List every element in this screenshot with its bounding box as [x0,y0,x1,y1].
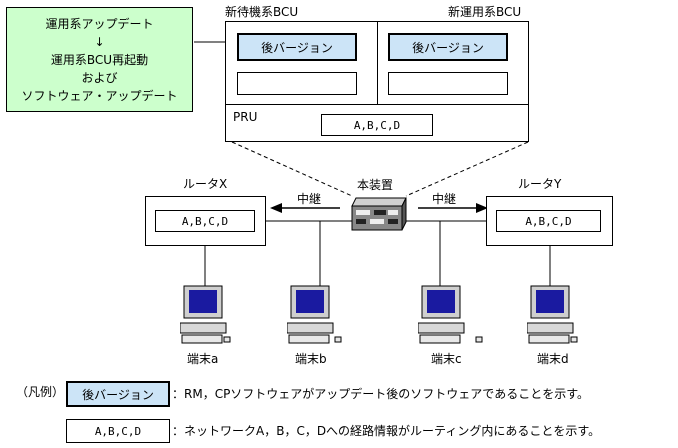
callout-line-4: ソフトウェア・アップデート [21,89,178,103]
callout-line-3: および [81,71,118,85]
router-y-routes-box: A,B,C,D [496,210,601,232]
callout-arrow: ↓ [94,35,105,49]
terminal-c-label: 端末c [431,352,462,366]
bcu-left-label: 新待機系BCU [225,5,299,19]
bcu-left-version-box: 後バージョン [237,33,357,61]
router-x-routes-box: A,B,C,D [155,210,255,232]
pru-label: PRU [233,110,258,124]
terminal-c-icon [418,285,483,344]
bcu-right-version-box: 後バージョン [388,33,508,61]
pru-divider [225,104,529,105]
terminal-a-icon [180,285,231,344]
terminal-d-label: 端末d [537,352,569,366]
callout-line-2: 運用系BCU再起動 [50,53,149,67]
bcu-right-empty-box [388,72,508,95]
legend-title: （凡例） [16,385,65,399]
relay-label-left: 中継 [297,192,322,206]
terminal-b-label: 端末b [295,352,327,366]
callout-line-1: 運用系アップデート [45,17,154,31]
legend-version-box: 後バージョン [66,381,170,407]
terminal-a-label: 端末a [187,352,219,366]
legend-version-desc: ：RM，CPソフトウェアがアップデート後のソフトウェアであることを示す。 [172,387,589,401]
pru-routes-box: A,B,C,D [321,114,433,136]
switch-icon [351,197,407,231]
update-callout: 運用系アップデート ↓ 運用系BCU再起動 および ソフトウェア・アップデート [6,7,193,112]
bcu-divider [377,21,378,105]
legend-routes-box: A,B,C,D [66,419,170,443]
device-title: 本装置 [357,178,394,192]
relay-label-right: 中継 [432,192,457,206]
legend-routes-desc: ：ネットワークA，B，C，Dへの経路情報がルーティング内にあることを示す。 [172,424,601,438]
router-y-label: ルータY [518,177,562,191]
bcu-right-label: 新運用系BCU [448,5,522,19]
terminal-d-icon [527,285,578,344]
bcu-left-empty-box [237,72,357,95]
terminal-b-icon [287,285,342,344]
router-x-label: ルータX [183,177,228,191]
